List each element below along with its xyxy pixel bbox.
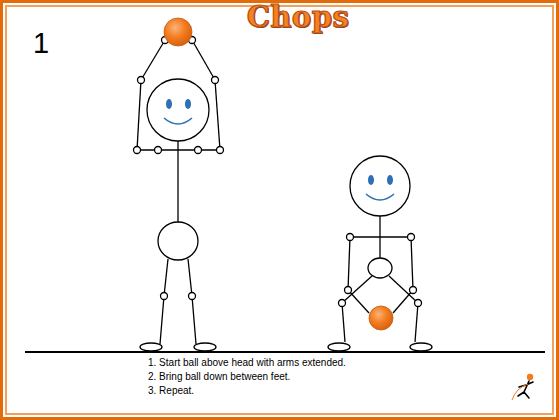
joint-circle (347, 234, 354, 241)
arm-line (348, 290, 369, 313)
shoulder-line (350, 236, 411, 237)
hip-oval (368, 258, 392, 278)
joint-circle (217, 147, 224, 154)
leg-line (188, 259, 192, 296)
logo-figure (518, 381, 533, 398)
joint-circle (408, 234, 415, 241)
arm-line (192, 40, 215, 80)
standing-figure (134, 37, 224, 352)
eye (166, 99, 172, 109)
foot-oval (140, 343, 162, 351)
joint-circle (345, 287, 352, 294)
joint-circle (415, 300, 422, 307)
joint-circle (195, 147, 202, 154)
squatting-figure (328, 156, 432, 351)
arm-line (215, 80, 220, 150)
ball (369, 306, 393, 330)
joint-circle (134, 147, 141, 154)
arm-line (141, 40, 165, 80)
arm-line (348, 237, 350, 290)
smile (366, 194, 394, 200)
arm-line (411, 237, 413, 290)
foot-oval (410, 343, 432, 351)
hip-oval (158, 222, 198, 260)
joint-circle (138, 77, 145, 84)
ground-line (25, 351, 545, 353)
leg-line (164, 259, 168, 296)
logo (512, 374, 533, 400)
instruction-line: 3. Repeat. (148, 385, 194, 397)
step-number: 1 (33, 27, 49, 60)
leg-line (160, 296, 164, 344)
arm-line (393, 290, 413, 313)
eye (368, 175, 374, 185)
leg-line (342, 303, 345, 342)
eye (387, 175, 393, 185)
instruction-line: 1. Start ball above head with arms exten… (148, 357, 346, 369)
logo-head (527, 374, 533, 380)
arm-line (137, 80, 141, 150)
eye (185, 99, 191, 109)
leg-line (192, 296, 196, 344)
head-circle (147, 79, 209, 141)
instruction-line: 2. Bring ball down between feet. (148, 371, 290, 383)
joint-circle (212, 77, 219, 84)
joint-circle (189, 293, 196, 300)
joint-circle (155, 147, 162, 154)
joint-circle (161, 293, 168, 300)
logo-swoosh (512, 384, 528, 400)
spine-line (177, 141, 178, 222)
foot-oval (328, 343, 350, 351)
leg-line (342, 276, 372, 303)
foot-oval (194, 343, 216, 351)
inner-frame (6, 6, 553, 414)
head-circle (350, 156, 410, 216)
leg-line (389, 276, 418, 303)
smile (164, 118, 192, 124)
joint-circle (410, 287, 417, 294)
joint-circle (339, 300, 346, 307)
leg-line (415, 303, 418, 342)
ball (164, 18, 192, 46)
title: Chops (247, 1, 350, 34)
